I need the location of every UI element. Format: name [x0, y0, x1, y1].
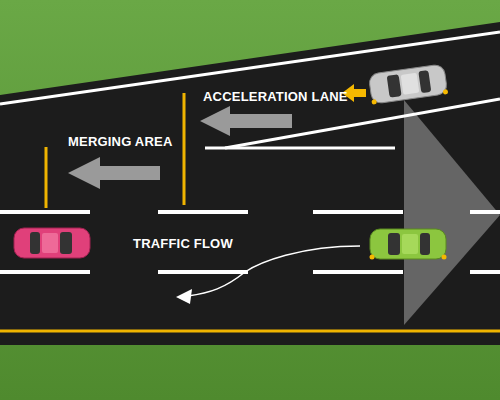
green-car [370, 229, 447, 260]
lane-change-arrowhead [176, 289, 192, 304]
edge-line [0, 330, 500, 333]
lane-edge-line [0, 32, 500, 104]
zone-marker [45, 147, 48, 208]
direction-arrow [200, 106, 292, 136]
pink-car [14, 228, 90, 258]
zone-marker [183, 93, 186, 205]
road-surface [0, 22, 500, 345]
silver-car [368, 64, 448, 105]
road-label: MERGING AREA [68, 134, 172, 149]
road-label: ACCELERATION LANE [203, 89, 348, 104]
direction-arrow [68, 157, 160, 189]
blind-spot-zone [404, 100, 500, 325]
lane-change-path [188, 246, 360, 296]
road-label: TRAFFIC FLOW [133, 236, 233, 251]
